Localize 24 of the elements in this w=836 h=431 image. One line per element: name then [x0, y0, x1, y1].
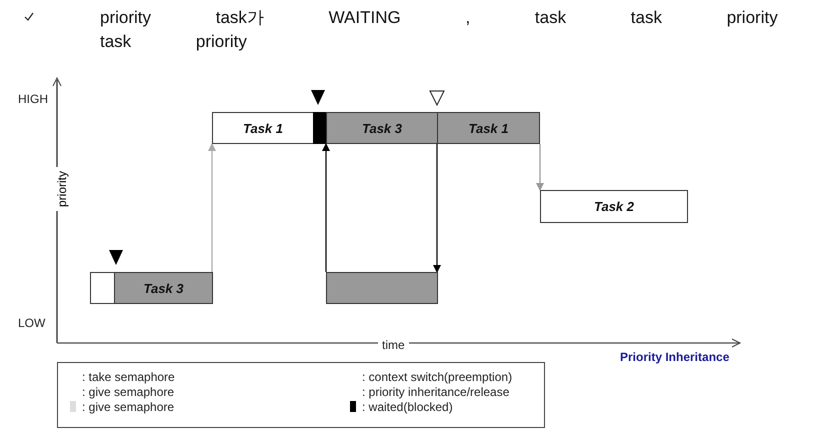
task-bar: [326, 272, 438, 304]
diagram-title: Priority Inheritance: [620, 350, 730, 364]
task-bar: Task 2: [540, 190, 688, 223]
legend-text: : waited(blocked): [362, 400, 453, 414]
axis-label: LOW: [18, 316, 46, 330]
axis-label: HIGH: [18, 92, 48, 106]
task-bar: Task 3: [326, 112, 438, 144]
note-text: priority task가 WAITING , task task priority task priority: [100, 7, 779, 53]
arrow: [536, 144, 544, 191]
idle-bar: [90, 272, 115, 304]
legend-text: : take semaphore: [82, 370, 175, 384]
blocked-bar: [313, 112, 327, 144]
axis-label: time: [378, 338, 409, 352]
task-bar: Task 1: [437, 112, 540, 144]
arrow: [433, 144, 441, 273]
task-bar: Task 3: [114, 272, 213, 304]
legend-text: : context switch(preemption): [362, 370, 512, 384]
legend-text: : give semaphore: [82, 400, 174, 414]
legend-text: : priority inheritance/release: [362, 384, 510, 398]
task-bar: Task 1: [212, 112, 314, 144]
legend-text: : give semaphore: [82, 384, 174, 398]
axis-label: priority: [55, 167, 69, 211]
arrow: [208, 143, 216, 272]
arrow: [322, 143, 330, 272]
